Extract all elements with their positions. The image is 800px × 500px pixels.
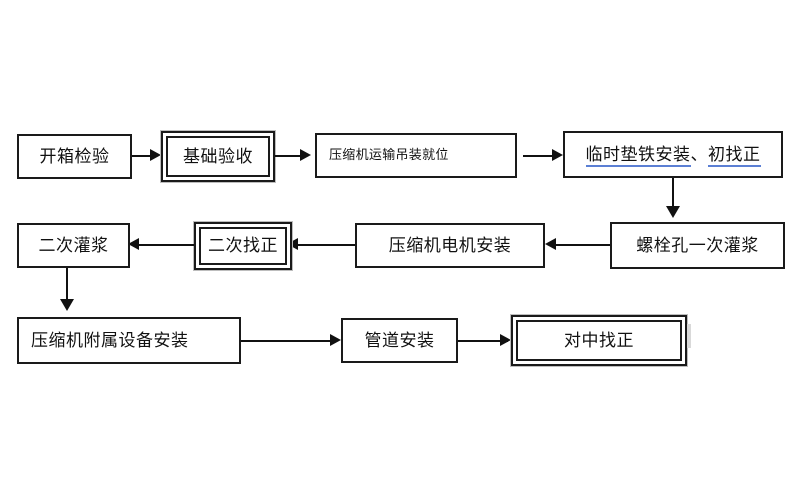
flow-node-label: 临时垫铁安装、初找正 xyxy=(585,144,761,167)
flow-node-erci-guanjiang[interactable]: 二次灌浆 xyxy=(17,223,130,268)
flow-node-label: 螺栓孔一次灌浆 xyxy=(636,235,759,255)
connector-arrow-n10-n11 xyxy=(500,334,511,346)
flow-node-label: 管道安装 xyxy=(364,330,435,350)
flow-node-label-segment-separator: 、 xyxy=(690,144,708,164)
flow-node-inner-border: 对中找正 xyxy=(516,320,682,361)
flow-node-linshi-dietie-anzhuang-chuzhaozheng[interactable]: 临时垫铁安装、初找正 xyxy=(563,131,783,178)
flow-node-jichu-yanshou[interactable]: 基础验收 xyxy=(160,130,276,183)
flow-node-guandao-anzhuang[interactable]: 管道安装 xyxy=(341,318,458,363)
connector-arrow-n2-n3 xyxy=(300,149,311,161)
connector-line-n3-n4 xyxy=(523,155,556,157)
connector-line-n8-n9 xyxy=(66,268,68,304)
connector-arrow-n8-n9 xyxy=(60,299,74,311)
flow-node-label: 压缩机电机安装 xyxy=(388,235,512,255)
flow-node-label: 二次找正 xyxy=(208,236,278,256)
flow-node-inner-border: 基础验收 xyxy=(166,136,270,177)
flow-node-fushu-shebei-anzhuang[interactable]: 压缩机附属设备安装 xyxy=(17,317,241,364)
flow-node-luoshuankong-yici-guanjiang[interactable]: 螺栓孔一次灌浆 xyxy=(610,222,785,269)
flow-node-label: 对中找正 xyxy=(564,330,634,350)
flow-node-label: 二次灌浆 xyxy=(38,235,109,255)
flow-node-label-segment-underlined-1: 临时垫铁安装 xyxy=(585,144,691,167)
flow-node-kaixiang-jianyan[interactable]: 开箱检验 xyxy=(17,134,132,179)
flow-node-duizhong-zhaozheng[interactable]: 对中找正 xyxy=(510,314,688,367)
connector-line-n5-n6 xyxy=(556,244,610,246)
flow-node-label-segment-underlined-2: 初找正 xyxy=(708,144,761,167)
flow-node-label: 基础验收 xyxy=(183,146,253,166)
flow-node-yasuoji-dianji-anzhuang[interactable]: 压缩机电机安装 xyxy=(355,223,545,268)
connector-arrow-n9-n10 xyxy=(330,334,341,346)
connector-arrow-n5-n6 xyxy=(545,238,556,250)
flow-node-yunshu-diaozhuang-jiuwei[interactable]: 压缩机运输吊装就位 xyxy=(315,133,517,178)
flow-node-inner-border: 二次找正 xyxy=(199,227,287,265)
flow-node-label: 压缩机附属设备安装 xyxy=(31,330,189,350)
connector-line-n2-n3 xyxy=(275,155,303,157)
connector-arrow-n7-n8 xyxy=(128,238,139,250)
connector-line-n1-n2 xyxy=(132,155,152,157)
connector-line-n10-n11 xyxy=(458,340,508,342)
connector-line-n6-n7 xyxy=(298,244,355,246)
connector-arrow-n6-n7 xyxy=(287,238,298,250)
connector-line-n7-n8 xyxy=(139,244,194,246)
connector-arrow-n1-n2 xyxy=(150,149,161,161)
flow-node-erci-zhaozheng[interactable]: 二次找正 xyxy=(193,221,293,271)
flow-node-label: 压缩机运输吊装就位 xyxy=(329,147,449,163)
connector-line-n9-n10 xyxy=(241,340,334,342)
render-artifact-mark xyxy=(687,324,691,348)
connector-line-n4-n5 xyxy=(672,178,674,211)
connector-arrow-n4-n5 xyxy=(666,206,680,218)
connector-arrow-n3-n4 xyxy=(552,149,563,161)
flow-node-label: 开箱检验 xyxy=(39,146,110,166)
